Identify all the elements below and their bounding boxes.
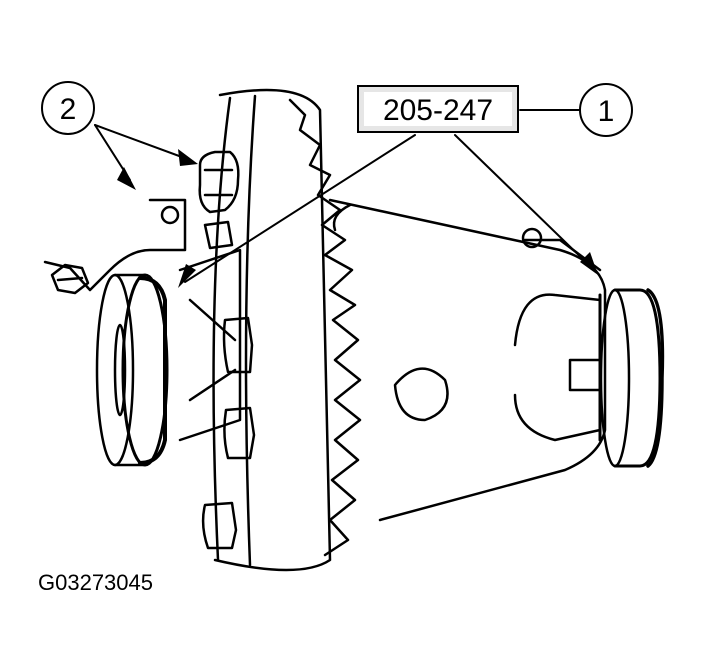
callout-1-number: 1 <box>598 95 615 128</box>
ring-gear <box>212 88 362 572</box>
ring-gear-bolts <box>178 150 256 550</box>
tool-label-box: 205-247 <box>357 85 519 133</box>
bearing-cap-bracket <box>43 198 187 295</box>
tool-number: 205-247 <box>383 94 493 127</box>
leader-arrowheads <box>117 149 598 288</box>
differential-case <box>328 198 607 522</box>
left-bearing <box>95 273 169 467</box>
callout-2-number: 2 <box>60 93 77 126</box>
leader-lines <box>94 109 593 283</box>
callout-2: 2 <box>41 81 95 135</box>
callout-1: 1 <box>579 83 633 137</box>
right-bearing <box>599 288 665 468</box>
figure-id: G03273045 <box>38 570 153 595</box>
